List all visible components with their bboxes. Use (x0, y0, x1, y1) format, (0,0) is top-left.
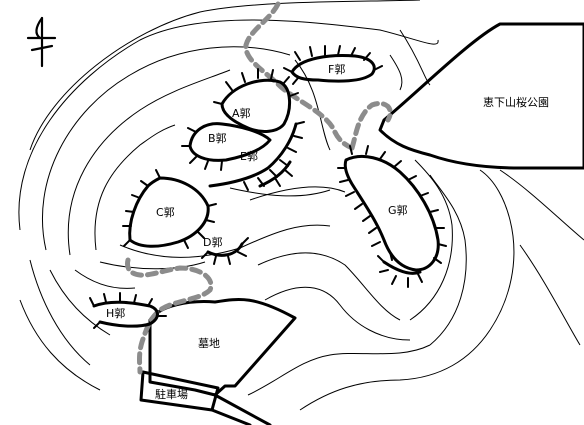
label-kuruwa-d: D郭 (203, 236, 222, 249)
label-kuruwa-c: C郭 (156, 206, 175, 219)
kuruwa-f (283, 45, 383, 85)
label-kuruwa-h: H郭 (106, 307, 125, 320)
label-kuruwa-f: F郭 (328, 63, 345, 76)
kuruwa-g (337, 145, 447, 288)
label-park: 恵下山桜公園 (483, 95, 549, 109)
kuruwa-e (208, 121, 305, 191)
label-kuruwa-g: G郭 (388, 204, 408, 217)
label-cemetery: 墓地 (198, 337, 220, 350)
kuruwa-h (89, 292, 167, 329)
park-area (378, 22, 584, 170)
label-kuruwa-e: E郭 (240, 150, 258, 163)
parking-area (139, 370, 272, 425)
label-kuruwa-a: A郭 (232, 107, 251, 120)
kuruwa-b (181, 122, 272, 171)
kuruwa-d (201, 237, 249, 265)
north-arrow-icon (26, 16, 57, 68)
kuruwa-c (122, 169, 217, 249)
label-kuruwa-b: B郭 (208, 132, 227, 145)
label-parking: 駐車場 (155, 387, 188, 401)
contour-lines (18, 0, 584, 411)
hiking-trail (125, 1, 393, 375)
kuruwa-a (213, 68, 299, 133)
